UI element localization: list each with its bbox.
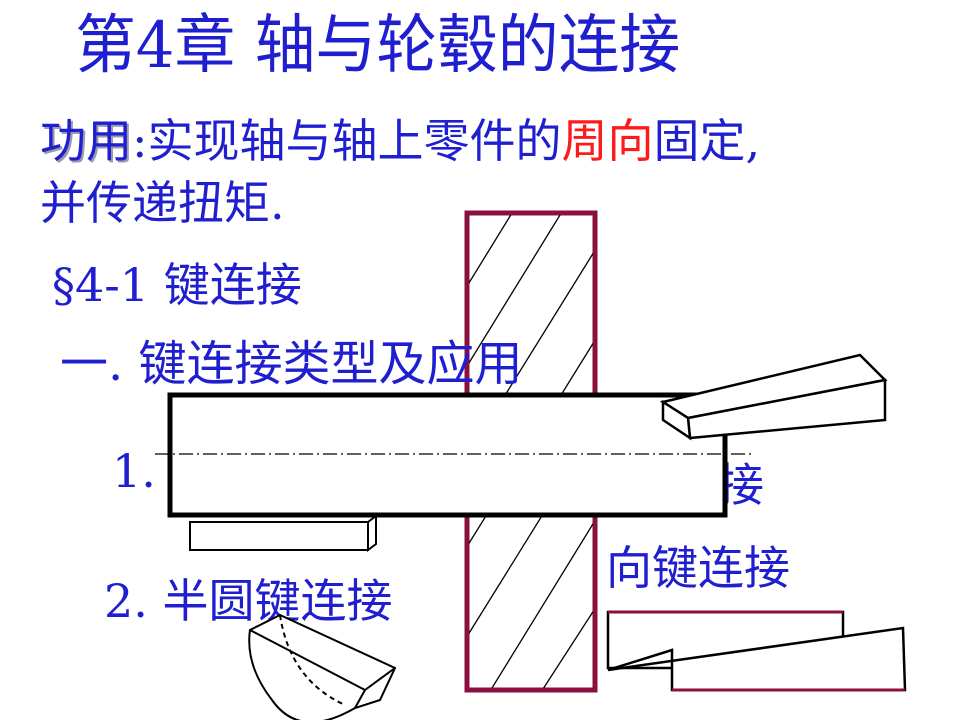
slide-title: 第4章 轴与轮毂的连接 bbox=[75, 9, 681, 83]
subsection-heading: 一. 键连接类型及应用 bbox=[60, 336, 523, 392]
function-line: 功用:实现轴与轴上零件的周向固定, bbox=[40, 118, 760, 164]
flat-key-top-right bbox=[659, 353, 888, 441]
flat-key-bottom-left bbox=[189, 514, 377, 552]
item-2-text: 2. 半圆键连接 bbox=[104, 574, 393, 628]
function-text: :实现轴与轴上零件的 bbox=[132, 114, 562, 168]
half-round-key bbox=[248, 613, 397, 720]
section-heading: §4-1 键连接 bbox=[52, 258, 302, 312]
taper-keys bbox=[606, 610, 907, 692]
function-text-end: 固定, bbox=[653, 114, 761, 168]
function-highlight: 周向 bbox=[561, 114, 654, 168]
shaft bbox=[155, 392, 752, 518]
item-1-prefix: 1. bbox=[112, 444, 156, 498]
function-label: 功用 bbox=[40, 114, 132, 168]
item-3-text: 向键连接 bbox=[606, 541, 790, 595]
function-line-2: 并传递扭矩. bbox=[40, 176, 285, 230]
